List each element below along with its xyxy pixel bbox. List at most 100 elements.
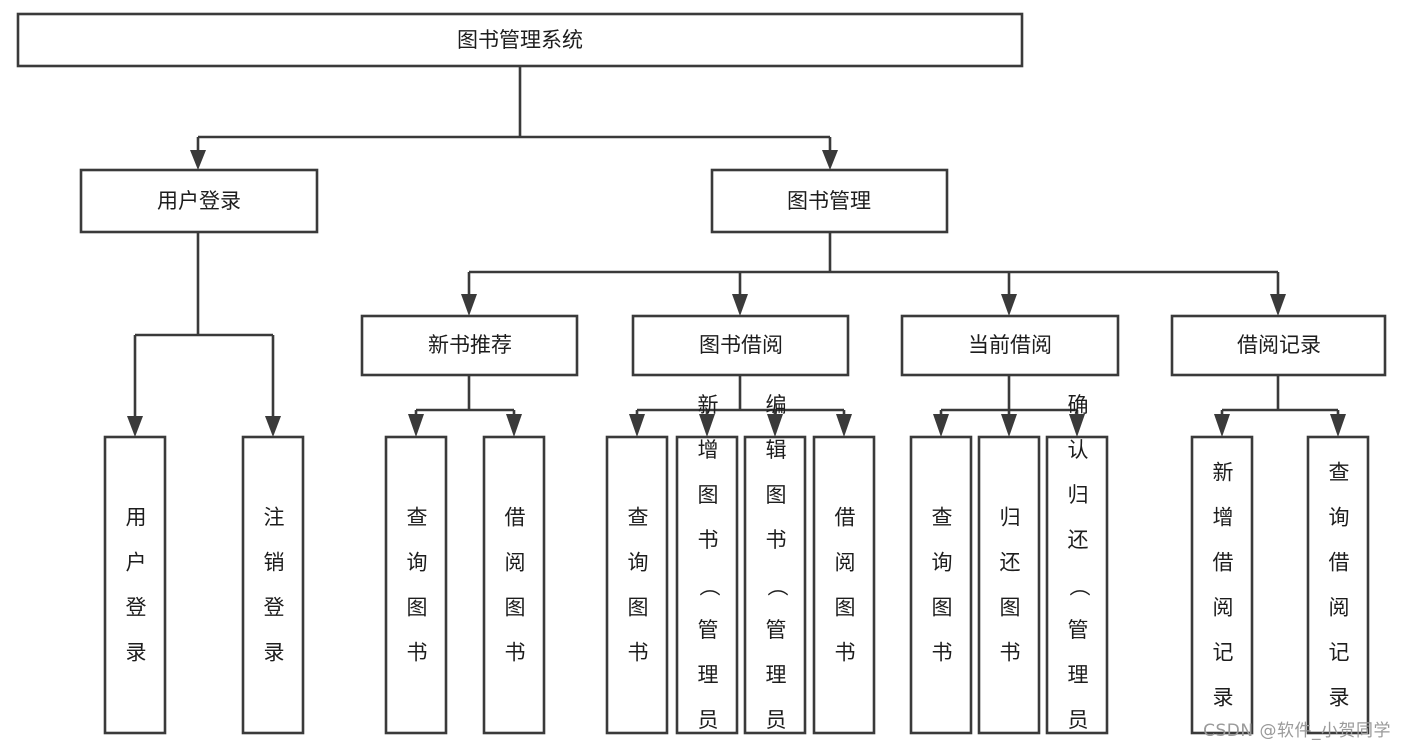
node-root-label: 图书管理系统 [457,28,583,52]
svg-text:书: 书 [628,641,649,665]
connector-layer [127,66,1346,437]
svg-text:新: 新 [1213,461,1234,485]
svg-text:确: 确 [1068,393,1089,417]
arrow-to-leaf-query-book-1 [408,414,424,437]
svg-text:员: 员 [1068,708,1089,732]
leaf-add-book-admin-box[interactable] [675,435,739,735]
arrow-to-leaf-query-book-2 [629,414,645,437]
leaf-query-book-2-box[interactable] [605,435,669,735]
arrow-to-new-book-recommend [461,294,477,316]
svg-text:管: 管 [766,618,787,642]
svg-text:录: 录 [264,641,285,665]
leaf-user-login-box[interactable] [103,435,167,735]
node-book-management-box[interactable] [710,168,949,234]
svg-text:借: 借 [505,506,526,530]
svg-text:（: （ [697,576,721,597]
node-book-borrow-box[interactable] [631,314,850,377]
svg-text:阅: 阅 [835,551,856,575]
leaf-user-login[interactable]: 用户登录 [103,435,167,735]
arrow-to-borrow-record [1270,294,1286,316]
node-current-borrow[interactable]: 当前借阅 [900,314,1120,377]
svg-text:（: （ [765,576,789,597]
leaf-query-borrow-record-box[interactable] [1306,435,1370,735]
svg-text:归: 归 [1000,506,1021,530]
node-new-book-recommend-label: 新书推荐 [428,333,512,357]
node-book-borrow-label: 图书借阅 [699,333,783,357]
leaf-query-book-3-box[interactable] [909,435,973,735]
node-book-management-label: 图书管理 [787,189,871,213]
svg-text:辑: 辑 [766,438,787,462]
arrow-to-leaf-borrow-book-2 [836,414,852,437]
svg-text:还: 还 [1000,551,1021,575]
node-book-management[interactable]: 图书管理 [710,168,949,234]
svg-text:销: 销 [264,551,285,575]
svg-text:理: 理 [698,663,719,687]
node-root[interactable]: 图书管理系统 [16,12,1024,68]
arrow-to-user-login [190,150,206,170]
svg-text:查: 查 [1329,461,1350,485]
arrow-to-leaf-query-book-3 [933,414,949,437]
node-user-login[interactable]: 用户登录 [79,168,319,234]
svg-text:录: 录 [126,641,147,665]
svg-text:登: 登 [264,596,285,620]
node-new-book-recommend-box[interactable] [360,314,579,377]
leaf-user-login-label: 用户登录 [126,506,147,665]
svg-text:阅: 阅 [1213,596,1234,620]
node-user-login-box[interactable] [79,168,319,234]
svg-text:书: 书 [407,641,428,665]
node-root-box[interactable] [16,12,1024,68]
node-book-borrow[interactable]: 图书借阅 [631,314,850,377]
svg-text:借: 借 [1329,551,1350,575]
node-user-login-label: 用户登录 [157,189,241,213]
svg-text:书: 书 [932,641,953,665]
leaf-edit-book-admin-box[interactable] [743,435,807,735]
svg-text:图: 图 [932,596,953,620]
leaf-return-book-box[interactable] [977,435,1041,735]
leaf-add-borrow-record-box[interactable] [1190,435,1254,735]
arrow-to-leaf-add-book-admin [699,414,715,437]
svg-text:查: 查 [407,506,428,530]
svg-text:新: 新 [698,393,719,417]
leaf-borrow-book-1-box[interactable] [482,435,546,735]
leaf-user-logout-box[interactable] [241,435,305,735]
node-borrow-record-box[interactable] [1170,314,1387,377]
svg-text:员: 员 [766,708,787,732]
svg-text:书: 书 [835,641,856,665]
node-current-borrow-box[interactable] [900,314,1120,377]
svg-text:图: 图 [698,483,719,507]
leaf-query-book-1-box[interactable] [384,435,448,735]
svg-text:还: 还 [1068,528,1089,552]
arrow-to-leaf-user-logout [265,416,281,437]
svg-text:查: 查 [932,506,953,530]
svg-text:归: 归 [1068,483,1089,507]
svg-text:书: 书 [766,528,787,552]
svg-text:询: 询 [932,551,953,575]
node-borrow-record[interactable]: 借阅记录 [1170,314,1387,377]
svg-text:登: 登 [126,596,147,620]
leaf-borrow-book-2-box[interactable] [812,435,876,735]
svg-text:图: 图 [628,596,649,620]
node-new-book-recommend[interactable]: 新书推荐 [360,314,579,377]
svg-text:记: 记 [1213,641,1234,665]
svg-text:理: 理 [766,663,787,687]
leaf-confirm-return-admin-box[interactable] [1045,435,1109,735]
